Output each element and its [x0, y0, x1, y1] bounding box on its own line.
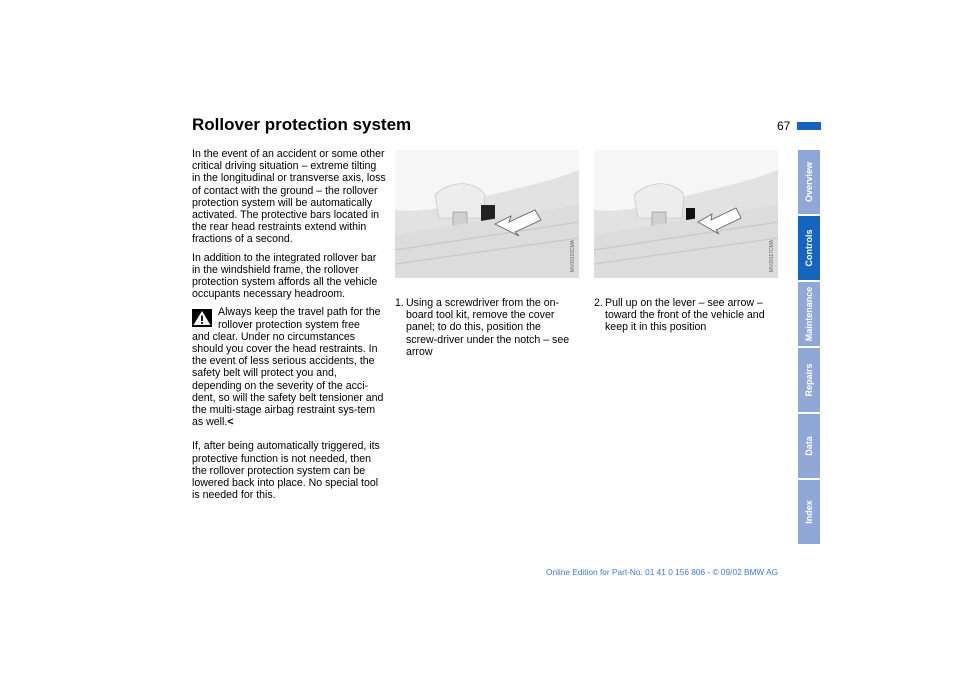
step-number: 2.: [594, 297, 603, 309]
footer-edition-note[interactable]: Online Edition for Part-No. 01 41 0 156 …: [546, 567, 779, 577]
figure-cover-panel: MV09115CMA: [395, 150, 579, 278]
step-1: 1. Using a screwdriver from the on-board…: [395, 297, 573, 358]
tab-controls[interactable]: Controls: [798, 216, 820, 280]
tab-label: Controls: [804, 229, 814, 267]
warning-text-first: Always keep the travel path for the roll…: [218, 306, 381, 331]
page-number: 67: [777, 119, 791, 133]
warning-end-mark: <: [227, 416, 234, 429]
warning-text: and clear. Under no circumstances should…: [192, 330, 384, 429]
page-marker: [797, 122, 821, 130]
tab-label: Index: [804, 500, 814, 524]
lowering-paragraph: If, after being automatically triggered,…: [192, 440, 380, 502]
figure-lever: MV09117CMA: [594, 150, 778, 278]
figure-code: MV09115CMA: [570, 239, 576, 272]
tab-label: Repairs: [804, 363, 814, 397]
tab-label: Maintenance: [804, 286, 814, 342]
tab-index[interactable]: Index: [798, 480, 820, 544]
figure-code: MV09117CMA: [769, 239, 775, 272]
step-text: Using a screwdriver from the on-board to…: [406, 297, 570, 358]
headroom-paragraph: In addition to the integrated rollover b…: [192, 251, 378, 301]
tab-label: Overview: [804, 161, 814, 203]
tab-data[interactable]: Data: [798, 414, 820, 478]
step-number: 1.: [395, 297, 404, 309]
tab-overview[interactable]: Overview: [798, 150, 820, 214]
intro-paragraph: In the event of an accident or some othe…: [192, 148, 386, 246]
warning-icon: [192, 309, 212, 328]
tab-label: Data: [804, 436, 814, 456]
step-2: 2. Pull up on the lever – see arrow – to…: [594, 297, 774, 334]
warning-block: Always keep the travel path for the roll…: [192, 306, 387, 428]
section-tabs: Overview Controls Maintenance Repairs Da…: [798, 150, 820, 546]
tab-repairs[interactable]: Repairs: [798, 348, 820, 412]
page-title: Rollover protection system: [192, 115, 412, 134]
tab-maintenance[interactable]: Maintenance: [798, 282, 820, 346]
step-text: Pull up on the lever – see arrow – towar…: [605, 297, 765, 334]
body-column: In the event of an accident or some othe…: [192, 148, 387, 507]
